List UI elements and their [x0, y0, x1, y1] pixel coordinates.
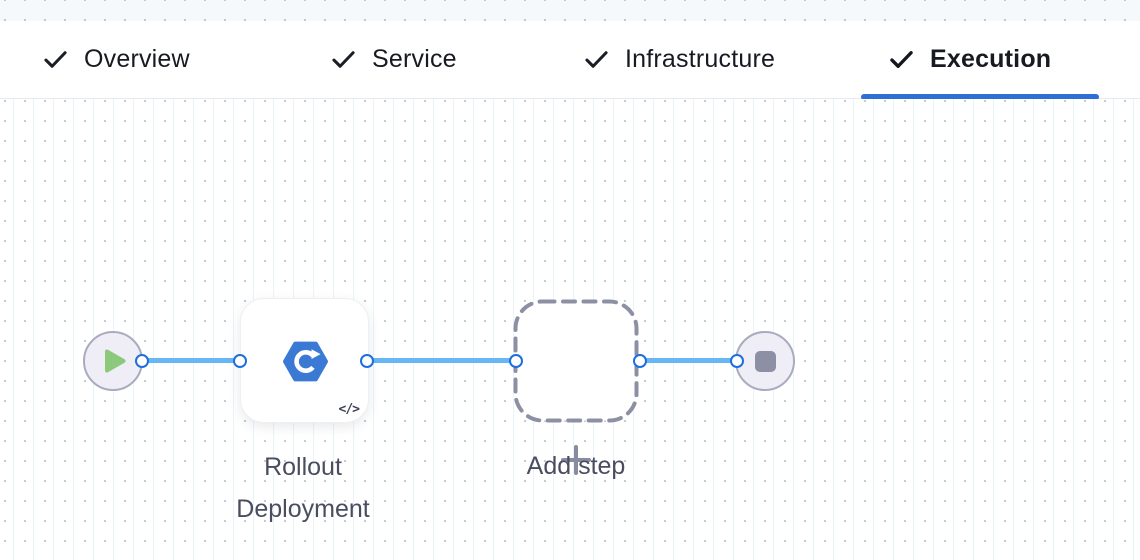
edge-step-to-addstep — [367, 358, 516, 363]
tab-label: Service — [372, 44, 457, 73]
tab-label: Execution — [930, 44, 1052, 73]
code-view-icon[interactable]: </> — [338, 402, 361, 417]
canvas-top-strip — [0, 0, 1140, 21]
k8s-rollout-icon — [283, 341, 328, 382]
active-tab-underline — [861, 94, 1099, 100]
edge-start-to-step — [142, 358, 240, 363]
check-icon — [585, 50, 608, 68]
port-step-out[interactable] — [360, 353, 374, 368]
play-icon — [105, 349, 126, 373]
dashed-border — [513, 299, 639, 423]
port-start-out[interactable] — [135, 353, 149, 368]
step-node-rollout-deployment[interactable]: </> — [240, 298, 369, 423]
tab-label: Infrastructure — [625, 44, 776, 73]
plus-icon — [573, 445, 579, 475]
tab-overview[interactable]: Overview — [42, 21, 190, 97]
check-icon — [332, 50, 355, 68]
pipeline-end-node[interactable] — [735, 331, 795, 391]
tab-execution[interactable]: Execution — [888, 21, 1051, 97]
add-step-node[interactable] — [513, 299, 639, 423]
tab-label: Overview — [84, 44, 190, 73]
port-end-in[interactable] — [730, 353, 744, 368]
check-icon — [44, 50, 67, 68]
tab-infrastructure[interactable]: Infrastructure — [583, 21, 775, 97]
port-step-in[interactable] — [233, 353, 247, 368]
check-icon — [890, 50, 913, 68]
edge-addstep-to-end — [640, 358, 737, 363]
pipeline-start-node[interactable] — [83, 331, 143, 391]
stage-config-tabbar: Overview Service Infrastructure Executio… — [0, 21, 1140, 100]
pipeline-canvas[interactable]: </> Rollout Deployment Add step — [0, 99, 1140, 560]
stop-icon — [754, 350, 776, 372]
port-addstep-in[interactable] — [509, 353, 523, 368]
step-node-label: Rollout Deployment — [236, 453, 370, 523]
add-step-label: Add step — [526, 452, 626, 480]
tab-service[interactable]: Service — [330, 21, 457, 97]
port-addstep-out[interactable] — [633, 353, 647, 368]
